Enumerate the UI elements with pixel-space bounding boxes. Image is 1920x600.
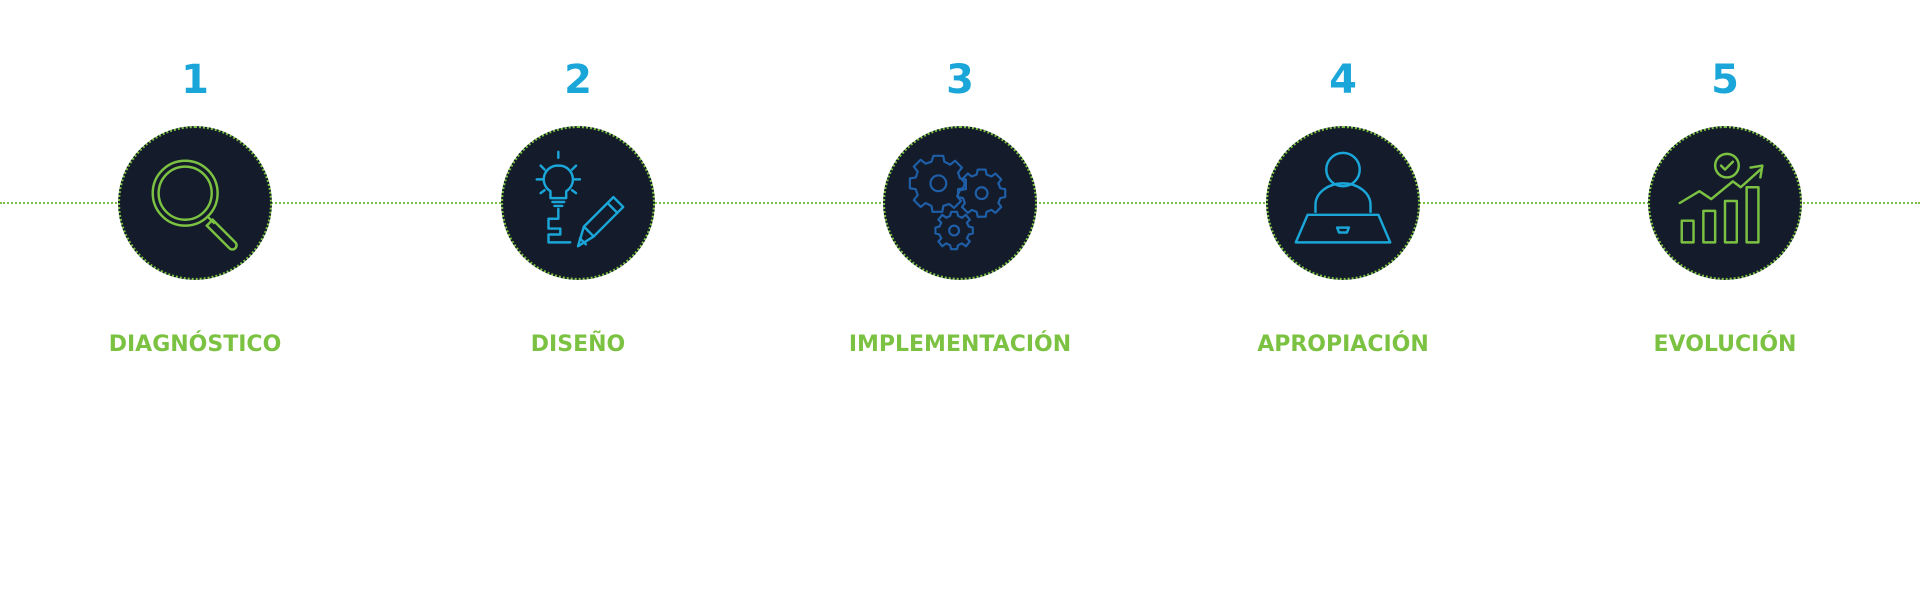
lightbulb-pencil-icon <box>535 150 625 248</box>
step-circle <box>1648 126 1802 280</box>
step-5: 5 EVOLUCIÓN <box>1575 0 1875 380</box>
step-circle <box>1266 126 1420 280</box>
step-label: APROPIACIÓN <box>1257 332 1429 357</box>
step-2: 2 <box>428 0 728 380</box>
step-number: 4 <box>1329 57 1357 103</box>
step-4: 4 APROPIACIÓN <box>1193 0 1493 380</box>
growth-chart-icon <box>1678 152 1764 244</box>
step-label: EVOLUCIÓN <box>1653 332 1797 357</box>
step-number: 1 <box>181 57 209 103</box>
step-number: 2 <box>564 57 592 103</box>
step-1: 1 DIAGNÓSTICO <box>45 0 345 380</box>
gears-icon <box>908 154 1007 251</box>
step-circle <box>501 126 655 280</box>
step-number: 3 <box>946 57 974 103</box>
user-laptop-icon <box>1294 151 1392 244</box>
step-circle <box>118 126 272 280</box>
step-number: 5 <box>1711 57 1739 103</box>
step-3: 3 IMPLEMENTACIÓN <box>810 0 1110 380</box>
step-circle <box>883 126 1037 280</box>
step-label: DISEÑO <box>530 332 626 357</box>
step-label: DIAGNÓSTICO <box>108 332 282 357</box>
magnifying-glass-icon <box>151 159 238 251</box>
step-label: IMPLEMENTACIÓN <box>848 332 1072 357</box>
